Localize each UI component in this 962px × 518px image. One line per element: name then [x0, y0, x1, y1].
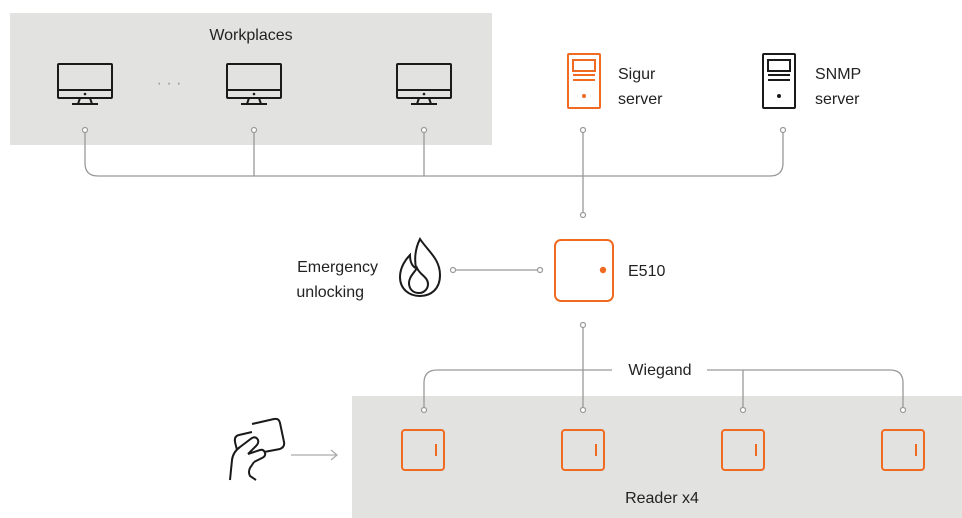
snmp-server-icon [762, 53, 796, 109]
connection-dots [81, 126, 907, 414]
reader-icon [881, 429, 925, 471]
snmp-server-label-line1: SNMP [815, 66, 861, 83]
reader-icon [561, 429, 605, 471]
monitor-icon [396, 63, 452, 105]
connection-lines [84, 130, 904, 410]
ellipsis-label: · · · [157, 75, 182, 92]
wiegand-bus-label: Wiegand [628, 362, 691, 379]
arrow-icon [291, 449, 339, 461]
readers-label: Reader x4 [625, 490, 699, 507]
controller-label: E510 [628, 263, 665, 280]
sigur-server-icon [567, 53, 601, 109]
reader-icon [401, 429, 445, 471]
snmp-server-label-line2: server [815, 91, 860, 108]
sigur-server-label-line2: server [618, 91, 663, 108]
readers-panel [352, 396, 962, 518]
workplaces-label: Workplaces [209, 27, 292, 44]
sigur-server-label-line1: Sigur [618, 66, 656, 83]
workplaces-panel [10, 13, 492, 145]
emergency-label-line1: Emergency [297, 259, 378, 276]
monitor-icon [57, 63, 113, 105]
reader-icon [721, 429, 765, 471]
card-hand-icon [229, 417, 286, 481]
flame-icon [398, 237, 442, 298]
emergency-label-line2: unlocking [296, 284, 364, 301]
controller-icon [554, 239, 614, 302]
monitor-icon [226, 63, 282, 105]
